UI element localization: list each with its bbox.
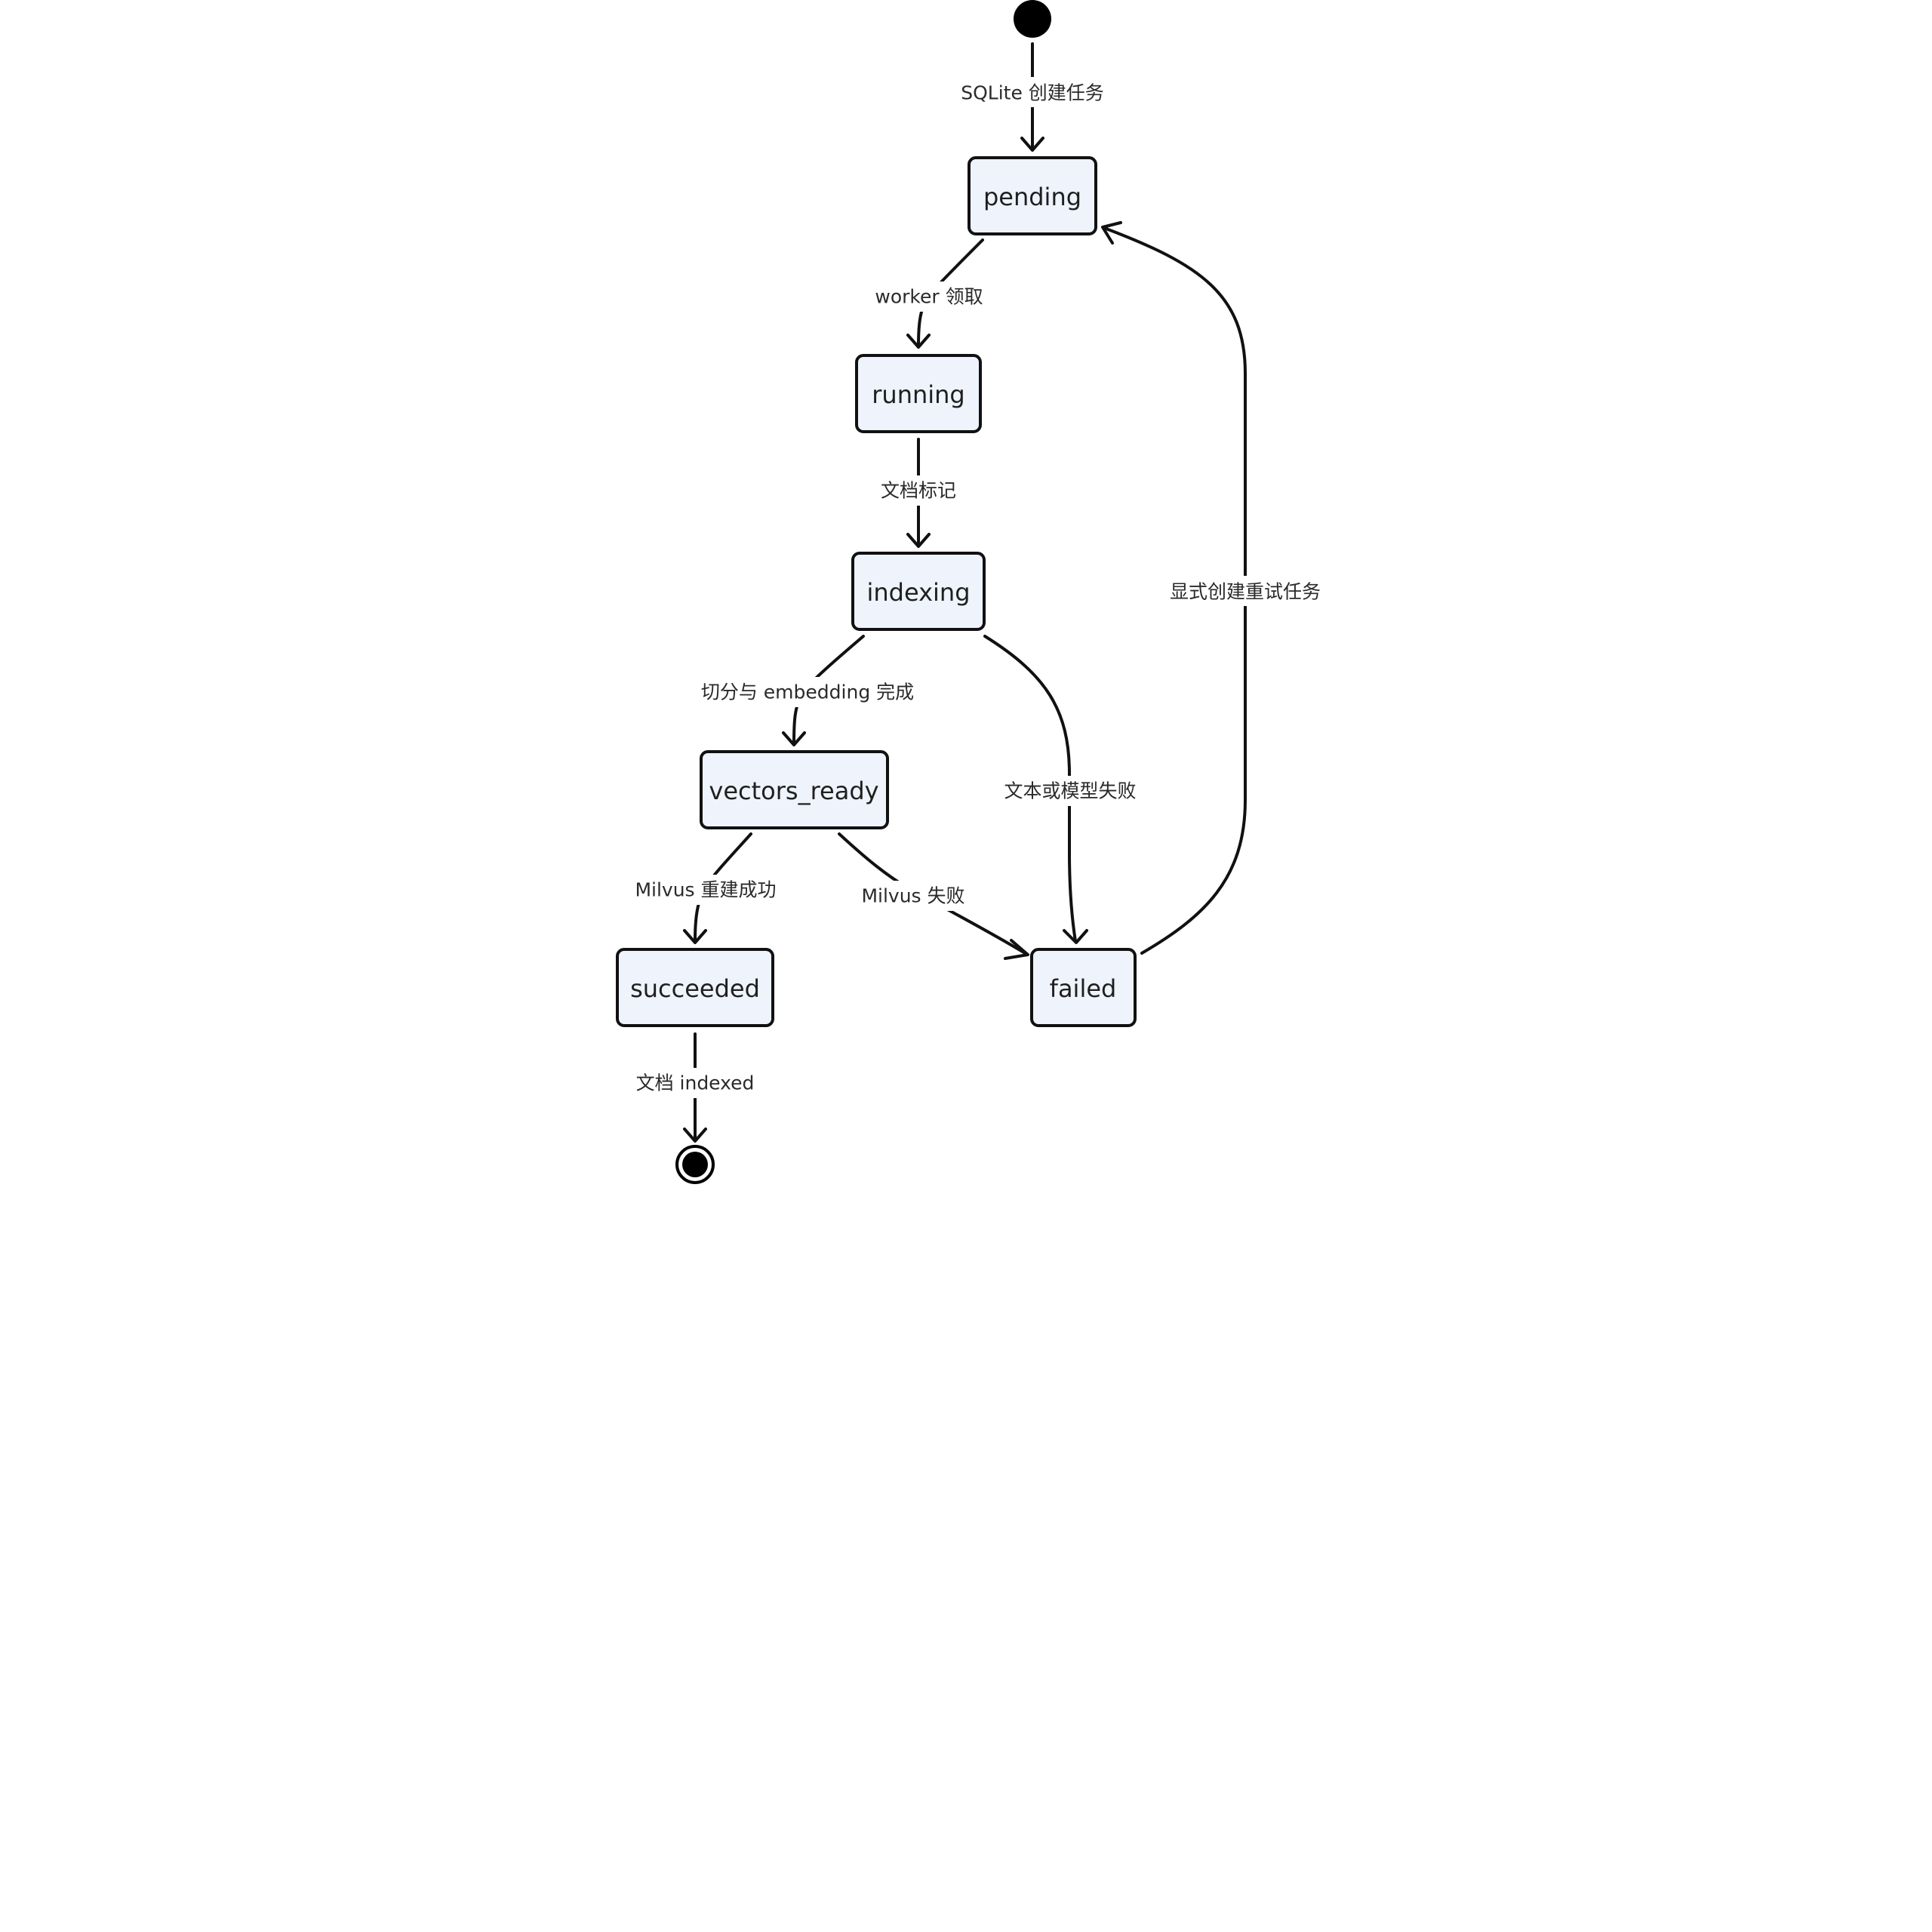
- arrowhead-start-to-pending: [1020, 137, 1044, 152]
- initial-state-dot: [1014, 0, 1051, 38]
- state-label-indexing: indexing: [866, 578, 970, 607]
- label-indexing-to-vectors-ready: 切分与 embedding 完成: [701, 677, 914, 707]
- label-running-to-indexing: 文档标记: [877, 475, 960, 506]
- state-label-succeeded: succeeded: [630, 974, 760, 1003]
- label-text-vectors-ready-to-succeeded: Milvus 重建成功: [635, 879, 776, 901]
- label-vectors-ready-to-failed: Milvus 失败: [860, 881, 966, 911]
- final-state-dot: [682, 1152, 708, 1177]
- state-succeeded[interactable]: succeeded: [616, 948, 774, 1027]
- arrowhead-running-to-indexing: [906, 533, 931, 548]
- label-pending-to-running: worker 领取: [874, 281, 984, 312]
- label-indexing-to-failed: 文本或模型失败: [1004, 776, 1137, 806]
- state-vectors-ready[interactable]: vectors_ready: [700, 750, 889, 829]
- label-vectors-ready-to-succeeded: Milvus 重建成功: [634, 875, 777, 905]
- label-succeeded-to-end: 文档 indexed: [635, 1068, 755, 1098]
- label-text-pending-to-running: worker 领取: [875, 286, 983, 308]
- label-text-indexing-to-failed: 文本或模型失败: [1004, 780, 1136, 802]
- arrowhead-vectors-ready-to-succeeded: [683, 929, 707, 944]
- state-label-vectors-ready: vectors_ready: [709, 777, 878, 805]
- edge-labels: SQLite 创建任务 worker 领取 文档标记 切分与 embedding…: [634, 77, 1322, 1098]
- arrowhead-indexing-to-failed: [1063, 929, 1088, 944]
- label-start-to-pending: SQLite 创建任务: [961, 77, 1104, 107]
- label-text-running-to-indexing: 文档标记: [881, 480, 956, 502]
- state-label-failed: failed: [1050, 974, 1117, 1003]
- state-failed[interactable]: failed: [1030, 948, 1137, 1027]
- final-state: [675, 1145, 715, 1184]
- label-text-vectors-ready-to-failed: Milvus 失败: [861, 885, 964, 907]
- state-running[interactable]: running: [855, 354, 982, 433]
- label-text-start-to-pending: SQLite 创建任务: [961, 82, 1104, 104]
- state-label-pending: pending: [983, 183, 1081, 211]
- edge-indexing-to-failed: [983, 635, 1077, 943]
- arrowhead-indexing-to-vectors-ready: [782, 731, 806, 746]
- label-text-failed-to-pending: 显式创建重试任务: [1170, 581, 1321, 603]
- arrowhead-vectors-ready-to-failed: [1004, 939, 1029, 960]
- edge-failed-to-pending: [1103, 226, 1247, 955]
- label-failed-to-pending: 显式创建重试任务: [1168, 576, 1322, 606]
- arrowhead-failed-to-pending: [1101, 221, 1122, 245]
- label-text-succeeded-to-end: 文档 indexed: [636, 1072, 755, 1094]
- arrowhead-pending-to-running: [906, 334, 931, 349]
- state-pending[interactable]: pending: [968, 156, 1097, 235]
- arrowhead-succeeded-to-end: [683, 1128, 707, 1143]
- state-label-running: running: [872, 380, 964, 409]
- label-text-indexing-to-vectors-ready: 切分与 embedding 完成: [701, 681, 914, 703]
- state-indexing[interactable]: indexing: [851, 552, 986, 631]
